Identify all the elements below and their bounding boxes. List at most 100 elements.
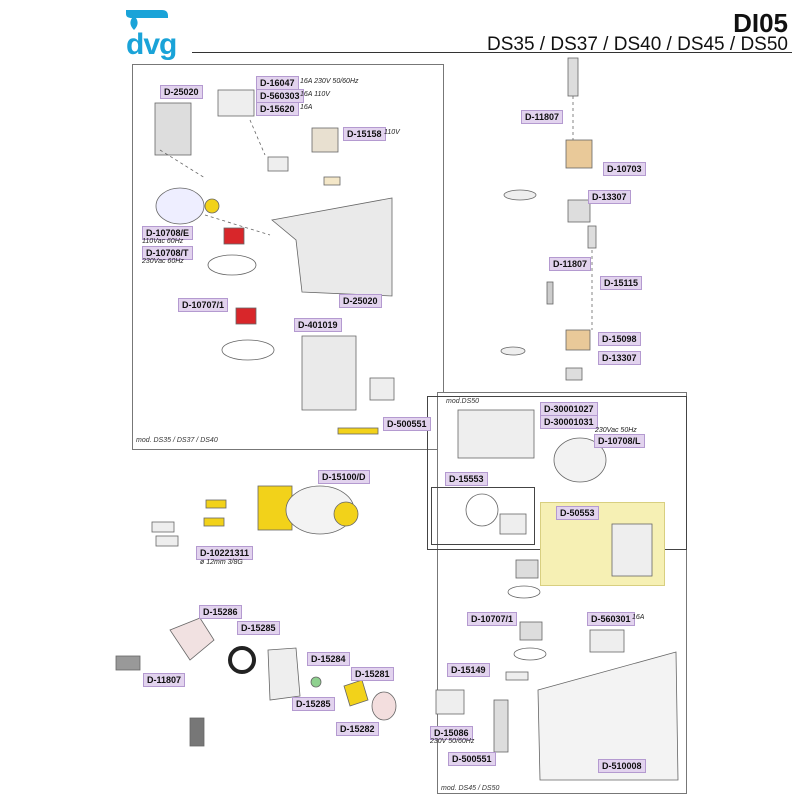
cup-part — [267, 647, 301, 701]
desc-d15620: 16A — [300, 104, 313, 111]
thermostat-subpanel — [431, 487, 535, 545]
label-d10708l: D-10708/L — [594, 434, 645, 448]
dvg-logo-drop-icon — [126, 10, 168, 30]
desc-d15086: 230V 50/60Hz — [430, 738, 475, 745]
desc-d10221311: ø 12mm 3/8G — [200, 559, 243, 566]
desc-d15158: 110V — [384, 129, 400, 136]
pump-head-part — [204, 198, 220, 214]
tube-b-part — [587, 225, 597, 249]
label-d15282: D-15282 — [336, 722, 379, 736]
transformer-b-part — [435, 689, 465, 715]
pump-motor-part — [155, 187, 205, 225]
capillary-coil-part — [465, 493, 499, 527]
desc-d10708t: 230Vac 60Hz — [142, 258, 184, 265]
desc-d10708l: 230Vac 50Hz — [595, 427, 637, 434]
capacitor-b-part — [505, 671, 529, 681]
label-d15620: D-15620 — [256, 102, 299, 116]
seal-green-part — [310, 676, 322, 688]
pump-fan-part — [333, 501, 359, 527]
page-title: DI05 — [733, 8, 788, 38]
panel1-note: mod. DS35 / DS37 / DS40 — [136, 437, 218, 444]
transformer-part — [311, 127, 339, 153]
label-d10703: D-10703 — [603, 162, 646, 176]
o-ring-part — [228, 646, 256, 674]
label-d30001027: D-30001027 — [540, 402, 598, 416]
panel-plate-part — [537, 651, 679, 781]
label-d16047: D-16047 — [256, 76, 299, 90]
label-d560301: D-560301 — [587, 612, 635, 626]
hose-a-part — [151, 521, 175, 533]
label-d10221311: D-10221311 — [196, 546, 254, 560]
contactor-part — [217, 89, 255, 117]
label-d10708e: D-10708/E — [142, 226, 194, 240]
elbow-b-part — [565, 367, 583, 381]
label-d500551-a: D-500551 — [383, 417, 431, 431]
label-d401019: D-401019 — [294, 318, 342, 332]
label-d15284: D-15284 — [307, 652, 350, 666]
capacitor-part — [323, 176, 341, 186]
bracket-b-part — [301, 335, 357, 411]
label-d10708t: D-10708/T — [142, 246, 193, 260]
label-d11807-c: D-11807 — [143, 673, 186, 687]
sleeve-part — [115, 655, 141, 671]
label-d15553: D-15553 — [445, 472, 488, 486]
desc-d16047: 16A 230V 50/60Hz — [300, 78, 359, 85]
label-d13307-b: D-13307 — [598, 351, 641, 365]
assembly-lines-a — [159, 119, 271, 236]
terminal-strip-part — [337, 427, 379, 435]
model-subtitle: DS35 / DS37 / DS40 / DS45 / DS50 — [487, 34, 788, 55]
box-highlighted-part — [611, 523, 653, 577]
label-d50553: D-50553 — [556, 506, 599, 520]
label-d25020-top: D-25020 — [160, 85, 203, 99]
thermostat-part — [499, 513, 527, 535]
label-d15158: D-15158 — [343, 127, 386, 141]
label-d15149: D-15149 — [447, 663, 490, 677]
label-d11807-b: D-11807 — [549, 257, 592, 271]
label-d15098: D-15098 — [598, 332, 641, 346]
header-rule — [192, 52, 792, 53]
label-d15281: D-15281 — [351, 667, 394, 681]
ds50-note: mod.DS50 — [446, 398, 480, 405]
probe-cable-a-part — [207, 254, 257, 276]
label-d25020-bottom: D-25020 — [339, 294, 382, 308]
elbow-a-part — [567, 199, 591, 223]
timer-part — [457, 409, 535, 459]
fitting-b-part — [203, 517, 225, 527]
label-d15285-a: D-15285 — [237, 621, 280, 635]
contactor-c-part — [589, 629, 625, 653]
contactor-b-part — [369, 377, 395, 401]
label-d15286: D-15286 — [199, 605, 242, 619]
probe-cable-d-part — [513, 647, 547, 661]
desc-d560301: 16A — [632, 614, 645, 621]
label-d13307-a: D-13307 — [588, 190, 631, 204]
gasket-b-part — [500, 346, 526, 356]
mounting-bracket-part — [271, 197, 393, 297]
switch-red-a-part — [223, 227, 245, 245]
hose-b-part — [155, 535, 179, 547]
label-d500551-b: D-500551 — [448, 752, 496, 766]
desc-d560303: 16A 110V — [300, 91, 330, 98]
probe-cable-b-part — [221, 339, 275, 361]
valve-b-part — [565, 329, 591, 351]
switch-c-part — [515, 559, 539, 579]
label-d11807-a: D-11807 — [521, 110, 564, 124]
steam-body-part — [169, 617, 215, 661]
label-d15115: D-15115 — [600, 276, 643, 290]
desc-d10708e: 110Vac 60Hz — [142, 238, 184, 245]
motor-c-part — [553, 437, 607, 483]
nut-yellow-part — [343, 679, 369, 707]
pump-body-part — [257, 485, 293, 531]
cover-plate-part — [154, 102, 192, 156]
gasket-a-part — [503, 189, 537, 201]
label-d15100d: D-15100/D — [318, 470, 370, 484]
tube-a-part — [567, 57, 579, 97]
terminal-block-part — [267, 156, 289, 172]
valve-a-part — [565, 139, 593, 169]
panel2-note: mod. DS45 / DS50 — [441, 785, 500, 792]
dvg-logo-text: dvg — [126, 28, 177, 61]
switch-d-part — [519, 621, 543, 641]
label-d510008: D-510008 — [598, 759, 646, 773]
label-d560303: D-560303 — [256, 89, 304, 103]
label-d15086: D-15086 — [430, 726, 473, 740]
